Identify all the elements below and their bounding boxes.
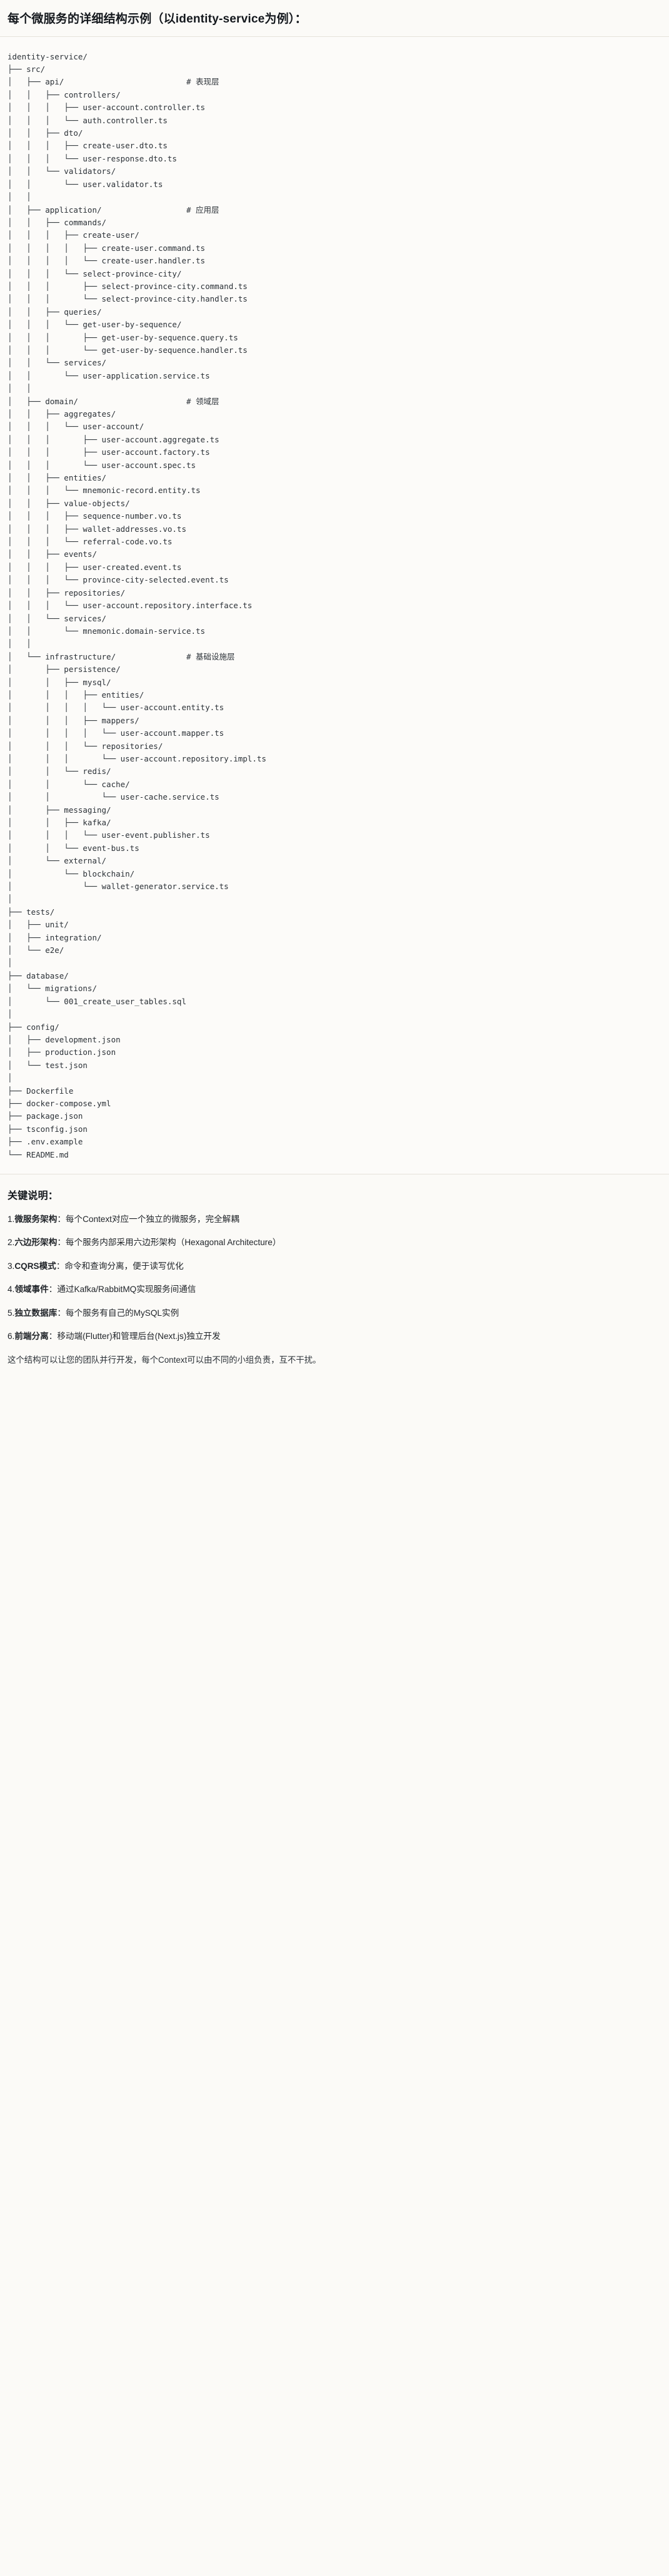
document-page: 每个微服务的详细结构示例（以identity-service为例）： ident… (0, 13, 669, 1381)
key-point-number: 4. (8, 1285, 15, 1295)
key-point-description: 每个服务有自己的MySQL实例 (65, 1308, 179, 1318)
key-point-term: 六边形架构 (14, 1238, 58, 1248)
key-point-number: 5. (8, 1308, 15, 1318)
key-point-item: 6.前端分离：移动端(Flutter)和管理后台(Next.js)独立开发 (8, 1330, 661, 1343)
key-points-section: 关键说明： 1.微服务架构：每个Context对应一个独立的微服务，完全解耦 2… (0, 1174, 669, 1381)
key-point-item: 4.领域事件：通过Kafka/RabbitMQ实现服务间通信 (8, 1283, 661, 1296)
key-point-number: 1. (8, 1214, 15, 1224)
directory-tree: identity-service/ ├── src/ │ ├── api/ # … (8, 51, 266, 1159)
divider-top (0, 36, 669, 37)
key-point-description: 每个Context对应一个独立的微服务，完全解耦 (65, 1214, 239, 1224)
key-point-number: 2. (8, 1238, 15, 1248)
key-point-item: 2.六边形架构：每个服务内部采用六边形架构（Hexagonal Architec… (8, 1236, 661, 1249)
key-point-separator: ： (57, 1214, 66, 1224)
page-title: 每个微服务的详细结构示例（以identity-service为例）： (8, 13, 307, 26)
key-point-term: CQRS模式 (14, 1261, 56, 1271)
key-point-description: 通过Kafka/RabbitMQ实现服务间通信 (57, 1285, 196, 1295)
key-point-term: 前端分离 (14, 1331, 49, 1341)
key-point-number: 3. (8, 1261, 15, 1271)
directory-tree-block: identity-service/ ├── src/ │ ├── api/ # … (0, 36, 669, 1174)
key-points-heading: 关键说明： (8, 1190, 59, 1201)
key-point-description: 每个服务内部采用六边形架构（Hexagonal Architecture） (65, 1238, 281, 1248)
key-point-separator: ： (48, 1285, 58, 1295)
key-point-separator: ： (57, 1238, 66, 1248)
key-point-separator: ： (57, 1308, 66, 1318)
key-point-item: 1.微服务架构：每个Context对应一个独立的微服务，完全解耦 (8, 1213, 661, 1226)
key-point-description: 命令和查询分离，便于读写优化 (64, 1261, 184, 1271)
closing-paragraph: 这个结构可以让您的团队并行开发，每个Context可以由不同的小组负责，互不干扰… (8, 1355, 321, 1365)
key-point-number: 6. (8, 1331, 15, 1341)
key-point-term: 微服务架构 (14, 1214, 58, 1224)
key-point-separator: ： (48, 1331, 58, 1341)
key-point-item: 5.独立数据库：每个服务有自己的MySQL实例 (8, 1307, 661, 1320)
key-point-item: 3.CQRS模式：命令和查询分离，便于读写优化 (8, 1260, 661, 1273)
key-point-description: 移动端(Flutter)和管理后台(Next.js)独立开发 (57, 1331, 221, 1341)
key-point-term: 领域事件 (14, 1285, 49, 1295)
key-point-term: 独立数据库 (14, 1308, 58, 1318)
key-point-separator: ： (56, 1261, 65, 1271)
